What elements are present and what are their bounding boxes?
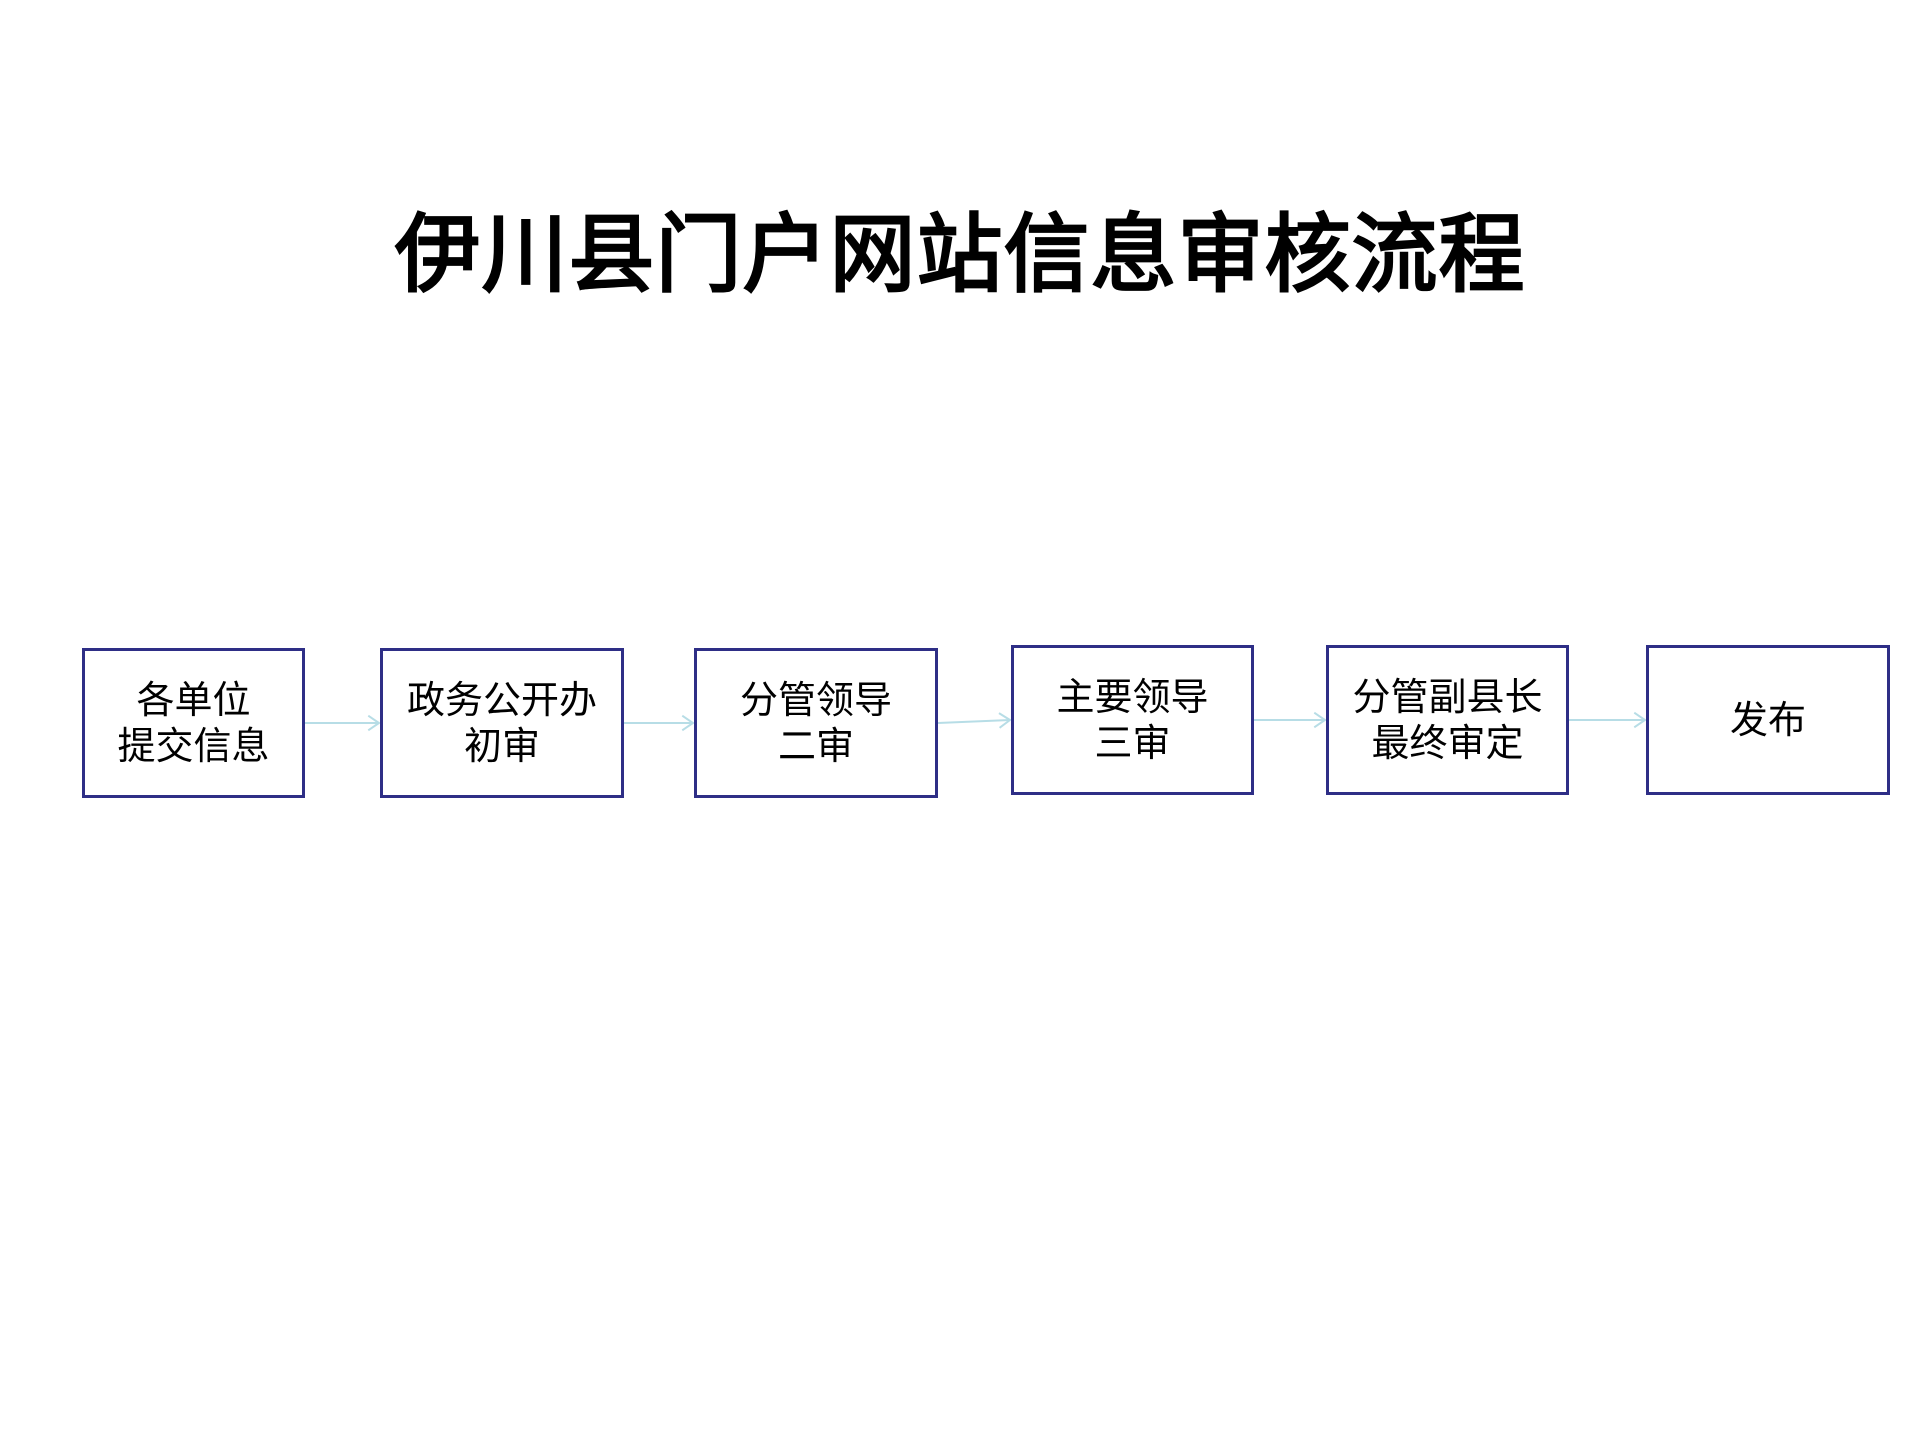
arrow-head-icon	[367, 714, 381, 732]
step-box-publish: 发布	[1646, 645, 1890, 795]
step-label-line2: 提交信息	[117, 724, 270, 768]
step-label-line2: 最终审定	[1371, 721, 1524, 765]
step-label-line2: 三审	[1094, 721, 1171, 765]
step-label-line1: 分管领导	[739, 678, 892, 722]
step-label-line1: 分管副县长	[1352, 675, 1543, 719]
step-label-line1: 主要领导	[1056, 675, 1209, 719]
step-box-submit: 各单位 提交信息	[82, 648, 305, 798]
arrow-head-icon	[1313, 711, 1327, 729]
arrow-head-icon	[998, 712, 1012, 729]
page-title: 伊川县门户网站信息审核流程	[394, 204, 1526, 305]
step-box-third-review: 主要领导 三审	[1011, 645, 1254, 795]
arrow-head-icon	[1633, 711, 1647, 729]
step-label-line2: 初审	[463, 724, 540, 768]
step-label-line1: 发布	[1729, 698, 1806, 742]
step-box-final-approval: 分管副县长 最终审定	[1326, 645, 1569, 795]
connector-line	[937, 719, 1011, 724]
step-box-first-review: 政务公开办 初审	[380, 648, 624, 798]
step-label-line2: 二审	[777, 724, 854, 768]
step-label-line1: 政务公开办	[406, 678, 597, 722]
arrow-head-icon	[681, 714, 695, 732]
step-label-line1: 各单位	[136, 678, 251, 722]
step-box-second-review: 分管领导 二审	[694, 648, 938, 798]
